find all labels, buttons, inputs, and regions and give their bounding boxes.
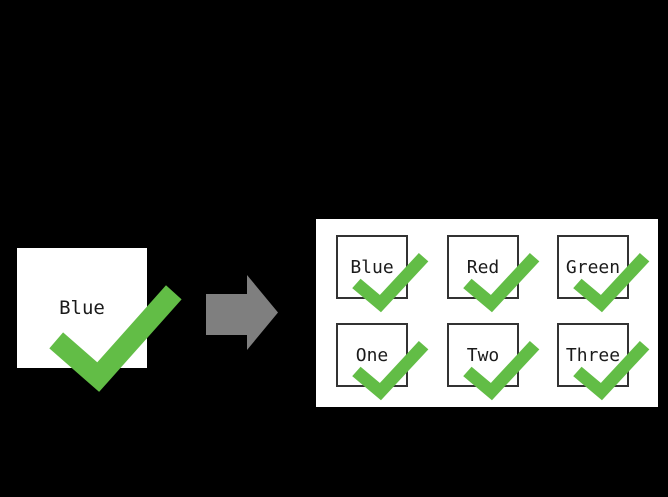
right-arrow-icon <box>206 275 278 350</box>
checkbox-label: One <box>355 344 389 366</box>
result-panel: Blue Red Green One Two <box>314 217 660 409</box>
result-checkbox-green[interactable]: Green <box>557 235 650 313</box>
checkbox-label: Red <box>466 256 500 278</box>
checkbox-label: Blue <box>350 256 394 278</box>
result-checkbox-three[interactable]: Three <box>557 323 650 401</box>
result-checkbox-red[interactable]: Red <box>447 235 540 313</box>
checkbox-label: Green <box>565 256 621 278</box>
result-checkbox-one[interactable]: One <box>336 323 429 401</box>
source-checkbox-label: Blue <box>59 297 105 319</box>
result-checkbox-two[interactable]: Two <box>447 323 540 401</box>
checkbox-label: Two <box>466 344 500 366</box>
checkbox-label: Three <box>565 344 621 366</box>
source-checkbox[interactable]: Blue <box>17 248 182 392</box>
result-checkbox-blue[interactable]: Blue <box>336 235 429 313</box>
